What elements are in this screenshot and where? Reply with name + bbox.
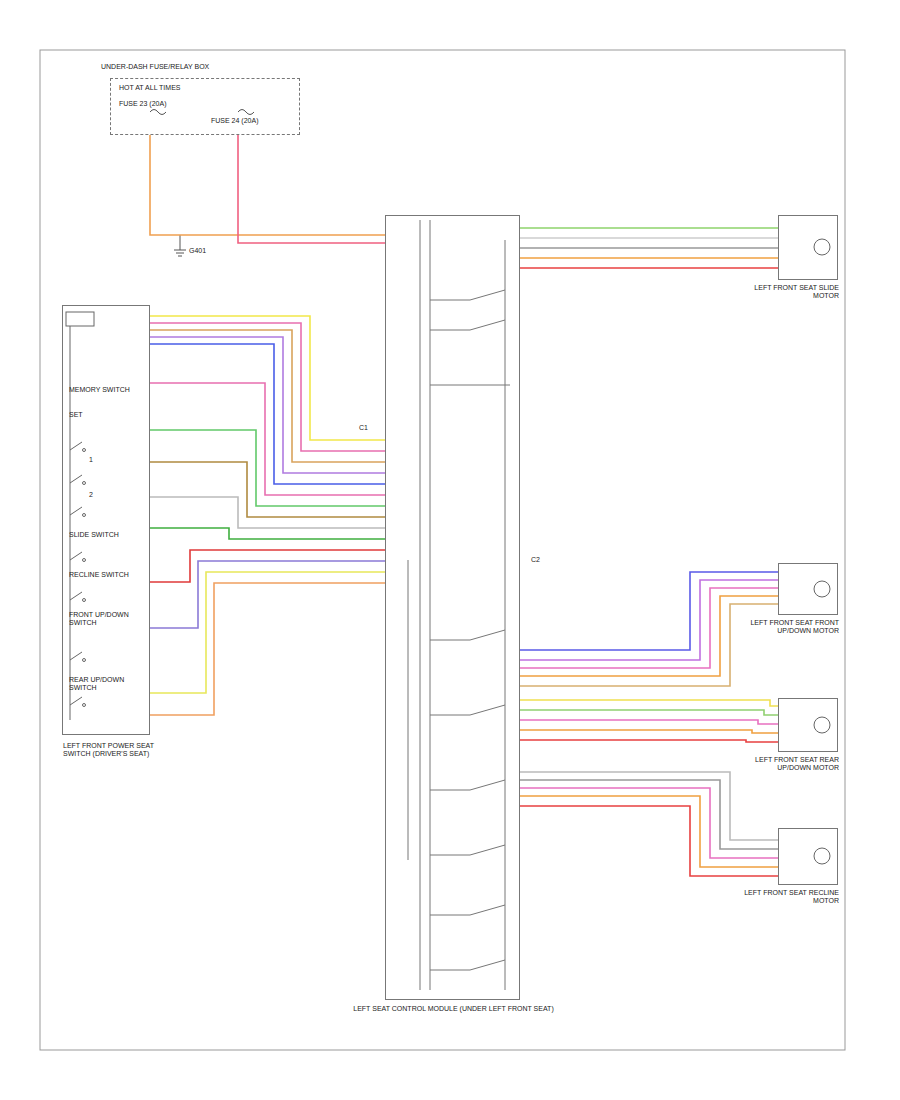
wire bbox=[520, 788, 778, 858]
control-module: LEFT SEAT CONTROL MODULE (UNDER LEFT FRO… bbox=[385, 215, 520, 1000]
wire bbox=[520, 580, 778, 660]
wire bbox=[520, 720, 778, 724]
wire bbox=[520, 700, 778, 706]
switch-box: MEMORY SWITCH SET 1 2SLIDE SWITCH RECLINE SW… bbox=[62, 305, 150, 735]
wire bbox=[520, 267, 778, 269]
wire bbox=[150, 135, 385, 235]
wire bbox=[150, 583, 385, 715]
motor-box: LEFT FRONT SEAT SLIDE MOTOR bbox=[778, 215, 838, 280]
component-label: LEFT FRONT POWER SEAT SWITCH (DRIVER'S S… bbox=[63, 742, 183, 758]
wire bbox=[238, 135, 385, 243]
component-label: SET bbox=[69, 411, 109, 419]
wire bbox=[520, 730, 778, 733]
wire bbox=[150, 344, 385, 484]
wire bbox=[520, 237, 778, 239]
component-label: 1 bbox=[89, 456, 109, 464]
connector-label: C2 bbox=[530, 556, 541, 564]
wire bbox=[150, 323, 385, 451]
component-label: FUSE 24 (20A) bbox=[211, 117, 296, 125]
component-label: MEMORY SWITCH bbox=[69, 386, 145, 394]
component-label: UNDER-DASH FUSE/RELAY BOX bbox=[101, 63, 311, 71]
wire bbox=[150, 497, 385, 528]
component-label: FRONT UP/DOWN SWITCH bbox=[69, 611, 129, 627]
component-label: LEFT FRONT SEAT RECLINE MOTOR bbox=[739, 889, 839, 905]
wire bbox=[520, 780, 778, 849]
fuse-box: UNDER-DASH FUSE/RELAY BOXHOT AT ALL TIME… bbox=[110, 78, 300, 135]
wire bbox=[150, 572, 385, 693]
wire bbox=[150, 316, 385, 440]
wire bbox=[520, 257, 778, 259]
wire bbox=[520, 806, 778, 876]
wire bbox=[150, 330, 385, 462]
connector-label: C1 bbox=[358, 424, 369, 432]
wire bbox=[520, 740, 778, 742]
motor-box: LEFT FRONT SEAT REAR UP/DOWN MOTOR bbox=[778, 698, 838, 752]
wire bbox=[520, 596, 778, 676]
component-label: LEFT FRONT SEAT REAR UP/DOWN MOTOR bbox=[739, 756, 839, 772]
motor-box: LEFT FRONT SEAT RECLINE MOTOR bbox=[778, 828, 838, 885]
component-label: LEFT FRONT SEAT SLIDE MOTOR bbox=[739, 284, 839, 300]
wire bbox=[150, 561, 385, 628]
motor-box: LEFT FRONT SEAT FRONT UP/DOWN MOTOR bbox=[778, 563, 838, 615]
page-frame bbox=[40, 50, 845, 1050]
relay-symbol bbox=[408, 220, 510, 990]
wire bbox=[520, 247, 778, 249]
connector-label: G401 bbox=[188, 247, 207, 255]
wire bbox=[150, 337, 385, 473]
switch-symbol bbox=[66, 312, 94, 720]
wire bbox=[150, 430, 385, 506]
wire bbox=[520, 572, 778, 650]
wire bbox=[520, 588, 778, 668]
component-label: 2 bbox=[89, 491, 109, 499]
wire bbox=[150, 462, 385, 517]
fuse-symbol bbox=[150, 110, 254, 115]
wire bbox=[150, 550, 385, 582]
wire bbox=[520, 227, 778, 229]
component-label: HOT AT ALL TIMES bbox=[119, 84, 239, 92]
wire bbox=[520, 604, 778, 686]
component-label: LEFT SEAT CONTROL MODULE (UNDER LEFT FRO… bbox=[351, 1005, 556, 1013]
component-label: LEFT FRONT SEAT FRONT UP/DOWN MOTOR bbox=[739, 619, 839, 635]
component-label: REAR UP/DOWN SWITCH bbox=[69, 676, 129, 692]
wire bbox=[150, 383, 385, 495]
component-label: SLIDE SWITCH bbox=[69, 531, 129, 539]
wire bbox=[520, 710, 778, 715]
ground-symbol bbox=[174, 235, 186, 256]
component-label: FUSE 23 (20A) bbox=[119, 100, 239, 108]
wire bbox=[150, 528, 385, 539]
component-label: RECLINE SWITCH bbox=[69, 571, 129, 579]
